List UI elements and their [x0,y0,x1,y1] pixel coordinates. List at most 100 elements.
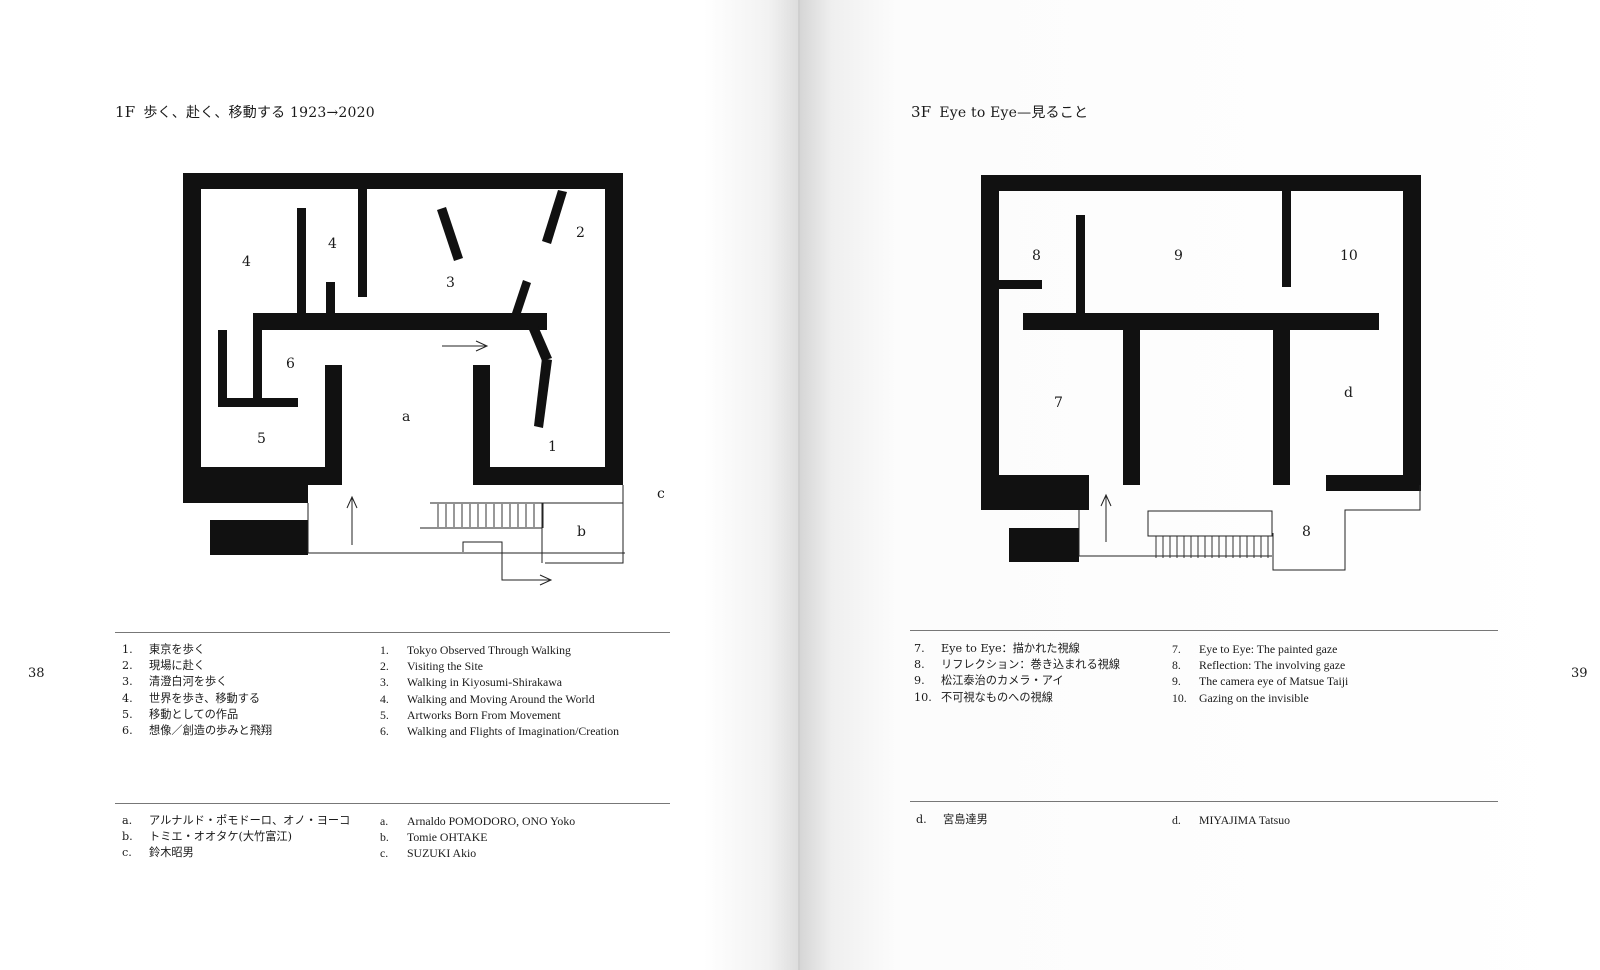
left-page: 1F 歩く、赴く、移動する 1923→2020 [0,0,800,970]
list-item-text: アルナルド・ポモドーロ、オノ・ヨーコ [149,814,351,827]
room-label: 8 [1032,248,1041,264]
list-item-text: 東京を歩く [149,643,205,656]
artist-list-en: d.MIYAJIMA Tatsuo [1172,812,1290,828]
artist-list-jp: d.宮島達男 [916,812,988,828]
wall [326,282,335,317]
list-item-text: Walking and Moving Around the World [407,691,595,706]
floor-title: 歩く、赴く、移動する 1923→2020 [143,105,375,121]
floor-heading-1f: 1F 歩く、赴く、移動する 1923→2020 [115,102,375,122]
room-label: 4 [328,236,337,252]
list-item-number: 10. [1172,690,1187,705]
wall [1403,175,1421,485]
list-item: 1. 東京を歩く [122,642,272,658]
list-item-number: 8. [914,658,925,672]
list-item-number: d. [916,813,927,826]
list-item-text: Reflection: The involving gaze [1199,658,1346,673]
list-item: d.宮島達男 [916,812,988,828]
list-item-number: 2. [122,659,133,673]
wall [437,207,463,261]
wall [358,187,367,297]
wall [1076,215,1085,315]
list-item-text: トミエ・オオタケ(大竹富江) [149,830,292,844]
arrow-icon [346,495,358,545]
divider [115,632,670,633]
list-item-number: 5. [380,707,389,722]
list-item-number: 5. [122,707,133,721]
list-item-number: 1. [122,643,133,656]
wall [210,520,308,555]
wall [297,208,306,316]
room-label: 2 [576,225,585,241]
room-b-outline [545,485,624,564]
wall [542,190,567,244]
wall [473,467,623,485]
floor-number: 1F [115,103,136,121]
list-item-number: 9. [1172,674,1181,689]
wall [218,398,298,407]
list-item: b. トミエ・オオタケ(大竹富江) [122,829,350,845]
list-item-number: b. [122,830,133,844]
room-label: d [1344,385,1353,401]
list-item-number: 6. [122,724,133,738]
room-label: 4 [242,254,251,270]
list-item-number: b. [380,830,389,845]
wall [253,313,547,330]
wall [183,173,201,503]
room-label: 5 [257,431,266,447]
list-item-number: d. [1172,813,1181,827]
list-item: c.SUZUKI Akio [380,845,575,861]
wall [473,365,490,485]
list-item: 1.Tokyo Observed Through Walking [380,642,619,658]
wall [1009,528,1079,562]
wall [325,365,342,485]
list-item: c.鈴木昭男 [122,845,350,861]
list-item-text: SUZUKI Akio [407,846,477,861]
list-item-text: 清澄白河を歩く [149,675,228,689]
floor-title: Eye to Eye—見ること [939,105,1089,121]
artist-list-jp: a. アルナルド・ポモドーロ、オノ・ヨーコ b. トミエ・オオタケ(大竹富江)c.鈴木… [122,813,350,862]
list-item: 2.Visiting the Site [380,658,619,674]
list-item-text: Walking and Flights of Imagination/Creat… [407,724,620,739]
list-item-text: リフレクション：巻き込まれる視線 [941,658,1121,672]
room-label: c [657,486,665,502]
wall [253,313,262,403]
list-item: 9.The camera eye of Matsue Taiji [1172,673,1348,689]
list-item: 6. Walking and Flights of Imagination/Cre… [380,723,619,739]
list-item: a.Arnaldo POMODORO, ONO Yoko [380,813,575,829]
stairs [437,504,535,527]
list-item-number: 8. [1172,658,1181,673]
list-item-number: a. [122,814,133,827]
list-item: 9. 松江泰治のカメラ・アイ [914,673,1120,689]
wall [197,467,342,485]
list-item-number: 7. [1172,642,1181,656]
wall [218,330,227,406]
wall [512,280,531,316]
list-item-number: 9. [914,674,925,688]
list-item-number: c. [122,846,132,860]
list-item: 4.Walking and Moving Around the World [380,691,619,707]
list-item-number: 6. [380,724,389,739]
list-item-text: Gazing on the invisible [1199,690,1309,705]
list-item-text: Arnaldo POMODORO, ONO Yoko [407,814,576,828]
arrow-icon [1100,493,1112,542]
page-number: 38 [28,666,45,681]
list-item-number: 3. [380,675,389,690]
list-item-number: 1. [380,643,389,657]
list-item: b. Tomie OHTAKE [380,829,575,845]
list-item: 3.清澄白河を歩く [122,674,272,690]
wall [1273,328,1290,485]
list-item-text: 松江泰治のカメラ・アイ [941,674,1064,688]
wall [605,173,623,485]
list-item-text: 想像／創造の歩みと飛翔 [149,724,273,738]
list-item: 6. 想像／創造の歩みと飛翔 [122,723,272,739]
list-item: 5.移動としての作品 [122,707,272,723]
wall [1123,328,1140,485]
list-item-number: 2. [380,659,389,674]
landing [1147,510,1273,537]
list-item-text: Tomie OHTAKE [407,830,488,845]
divider [910,801,1498,802]
list-item-text: 世界を歩き、移動する [149,691,261,705]
